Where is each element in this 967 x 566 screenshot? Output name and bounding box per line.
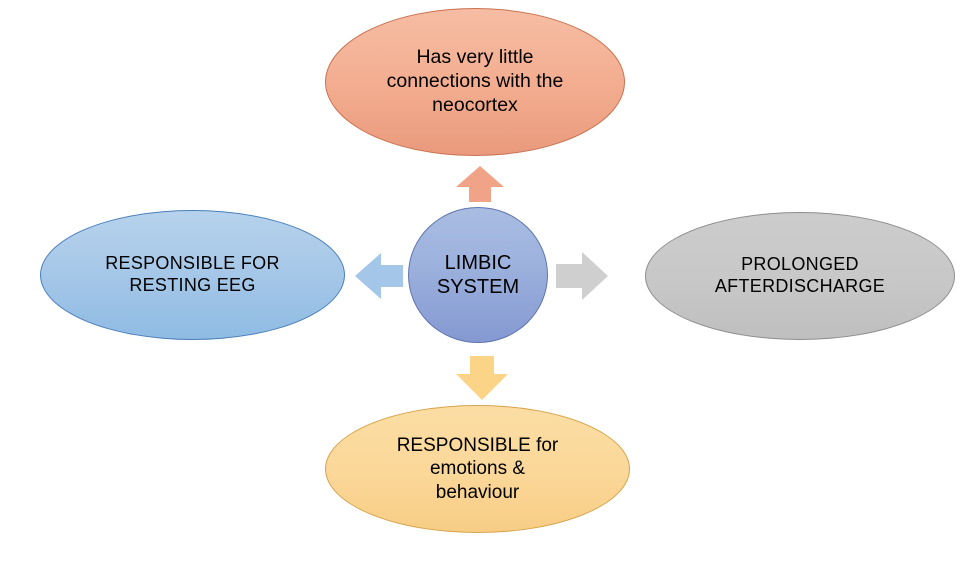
arrow-left-icon bbox=[355, 253, 403, 299]
arrow-down-icon bbox=[456, 356, 508, 400]
node-resting-eeg[interactable]: RESPONSIBLE FOR RESTING EEG bbox=[40, 210, 345, 340]
node-prolonged-afterdischarge-label: PROLONGED AFTERDISCHARGE bbox=[714, 254, 886, 296]
node-emotions-behaviour-label: RESPONSIBLE for emotions & behaviour bbox=[396, 435, 559, 503]
node-prolonged-afterdischarge[interactable]: PROLONGED AFTERDISCHARGE bbox=[645, 212, 955, 340]
arrow-right-icon bbox=[556, 252, 608, 300]
node-resting-eeg-label: RESPONSIBLE FOR RESTING EEG bbox=[105, 253, 280, 295]
node-emotions-behaviour[interactable]: RESPONSIBLE for emotions & behaviour bbox=[325, 405, 630, 533]
node-neocortex-connections[interactable]: Has very little connections with the neo… bbox=[325, 8, 625, 156]
arrow-up-icon bbox=[456, 166, 504, 202]
node-limbic-system[interactable]: LIMBIC SYSTEM bbox=[408, 207, 548, 343]
node-neocortex-connections-label: Has very little connections with the neo… bbox=[386, 46, 564, 116]
node-limbic-system-label: LIMBIC SYSTEM bbox=[436, 251, 520, 298]
